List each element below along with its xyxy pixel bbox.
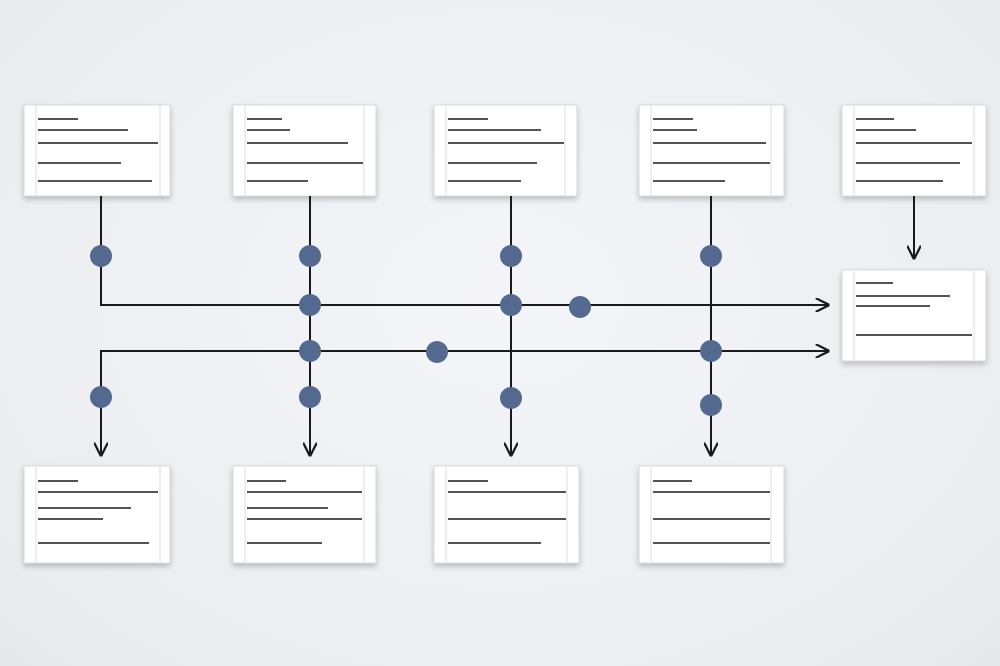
node xyxy=(700,340,722,362)
card-top-3-lines xyxy=(445,106,566,195)
card-top-1-lines xyxy=(35,106,161,195)
card-bottom-1-lines xyxy=(35,467,161,562)
card-top-4-lines xyxy=(650,106,772,195)
card-top-5-lines xyxy=(853,106,975,195)
node xyxy=(569,296,591,318)
card-bottom-3 xyxy=(433,465,580,564)
card-top-2-lines xyxy=(244,106,365,195)
node xyxy=(426,341,448,363)
nodes xyxy=(90,245,722,416)
node xyxy=(90,386,112,408)
node xyxy=(299,245,321,267)
node xyxy=(700,394,722,416)
card-bottom-4 xyxy=(638,465,785,564)
card-right xyxy=(841,269,987,362)
connectors xyxy=(101,196,914,455)
node xyxy=(700,245,722,267)
node xyxy=(500,245,522,267)
node xyxy=(299,340,321,362)
node xyxy=(90,245,112,267)
node xyxy=(299,294,321,316)
node xyxy=(500,387,522,409)
node xyxy=(500,294,522,316)
card-bottom-2 xyxy=(232,465,377,564)
card-bottom-1 xyxy=(23,465,171,564)
card-bottom-4-lines xyxy=(650,467,772,562)
card-bottom-2-lines xyxy=(244,467,365,562)
card-right-lines xyxy=(853,271,975,360)
connector-lower-bus xyxy=(101,351,828,455)
card-bottom-3-lines xyxy=(445,467,568,562)
node xyxy=(299,386,321,408)
